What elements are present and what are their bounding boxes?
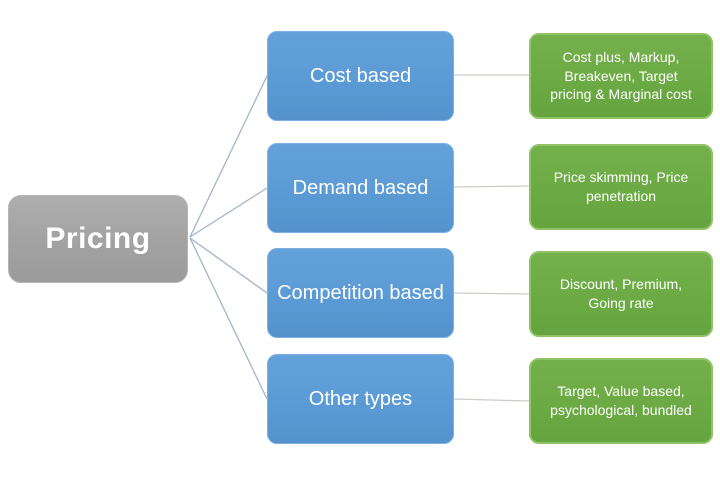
node-detail-other-types: Target, Value based, psychological, bund… bbox=[529, 358, 713, 444]
node-category-cost-based-label: Cost based bbox=[309, 64, 412, 87]
node-detail-demand-based: Price skimming, Price penetration bbox=[529, 144, 713, 230]
node-detail-cost-based-label: Cost plus, Markup, Breakeven, Target pri… bbox=[550, 48, 692, 103]
node-category-other-types-label: Other types bbox=[308, 387, 413, 410]
node-detail-demand-based-label: Price skimming, Price penetration bbox=[553, 169, 689, 204]
node-category-competition-based: Competition based bbox=[267, 248, 454, 338]
fan-connector-cost-based bbox=[189, 75, 268, 238]
fan-connector-competition-based bbox=[189, 237, 268, 294]
node-detail-other-types-label: Target, Value based, psychological, bund… bbox=[550, 383, 692, 418]
node-pricing-root-label: Pricing bbox=[45, 222, 151, 255]
node-detail-cost-based: Cost plus, Markup, Breakeven, Target pri… bbox=[529, 33, 713, 119]
node-category-competition-based-label: Competition based bbox=[277, 281, 444, 304]
fan-connector-demand-based bbox=[189, 187, 268, 238]
straight-connector-other-types bbox=[453, 398, 530, 402]
node-category-demand-based-label: Demand based bbox=[292, 176, 429, 199]
node-category-demand-based: Demand based bbox=[267, 143, 454, 233]
node-category-other-types: Other types bbox=[267, 354, 454, 444]
node-pricing-root: Pricing bbox=[8, 195, 188, 283]
straight-connector-demand-based bbox=[453, 185, 530, 188]
node-detail-competition-based-label: Discount, Premium, Going rate bbox=[559, 276, 683, 311]
node-category-cost-based: Cost based bbox=[267, 31, 454, 121]
fan-connector-other-types bbox=[189, 237, 268, 400]
node-detail-competition-based: Discount, Premium, Going rate bbox=[529, 251, 713, 337]
straight-connector-competition-based bbox=[453, 292, 530, 295]
